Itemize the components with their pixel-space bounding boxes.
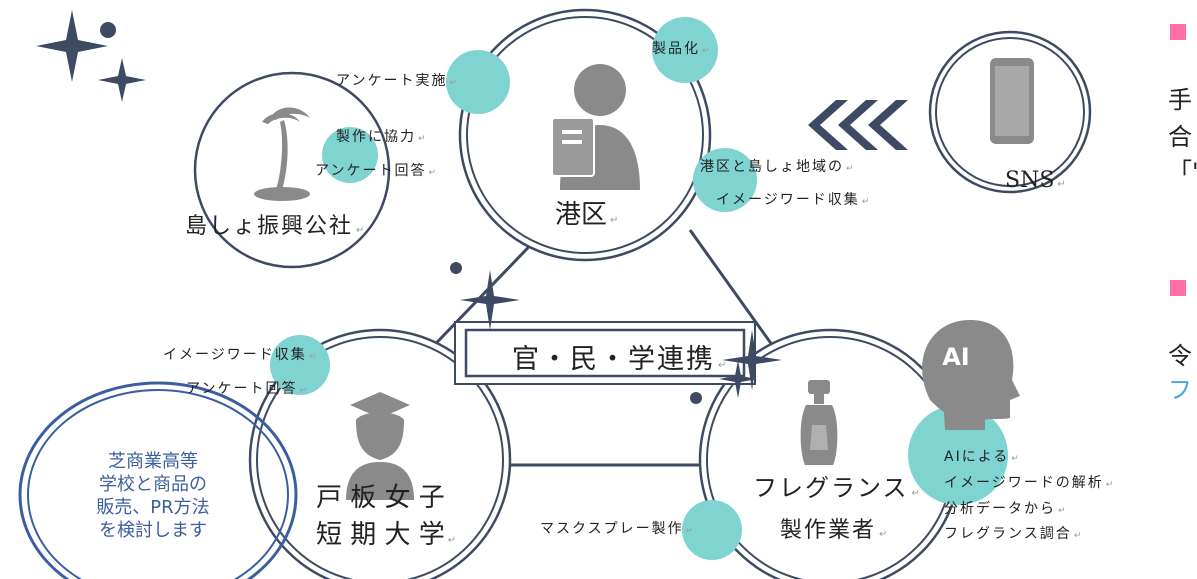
ai-head-icon [922, 320, 1020, 430]
dot-college-collect [270, 335, 330, 395]
chevrons-left-icon [808, 100, 908, 150]
note-oval-inner [27, 389, 289, 579]
label-productize: 製品化↵ [652, 41, 712, 57]
connector-minato-college [418, 228, 547, 362]
label-ai-line1: AIによる↵ [944, 449, 1021, 465]
right-text-line4: 令 [1168, 342, 1192, 370]
island-circle [193, 71, 391, 269]
node-sns: SNS↵ [1005, 168, 1066, 193]
label-mask-spray: マスクスプレー製作↵ [540, 521, 696, 537]
label-coop: 製作に協力↵ [336, 129, 428, 145]
right-text-line1: 手 [1168, 86, 1192, 114]
dot-productize [652, 17, 718, 83]
note-line-3: 販売、PR方法 [96, 497, 210, 518]
label-collect-line1: 港区と島しょ地域の↵ [700, 159, 856, 175]
note-text: 芝商業高等 学校と商品の 販売、PR方法 を検討します [68, 450, 238, 542]
node-college-line2: 短 期 大 学↵ [316, 520, 457, 550]
node-college-line1: 戸 板 女 子 [316, 483, 445, 513]
right-text-line3: 「' [1168, 158, 1197, 186]
pink-marker-1 [1170, 24, 1186, 40]
pink-marker-2 [1170, 280, 1186, 296]
center-box-inner [464, 328, 746, 378]
note-oval-outer [18, 381, 298, 579]
palm-tree-icon [254, 107, 310, 201]
label-ai-line2: イメージワードの解析↵ [944, 475, 1116, 491]
note-line-4: を検討します [99, 520, 207, 541]
label-college-answer: アンケート回答↵ [186, 381, 309, 397]
college-circle-inner [256, 336, 504, 579]
node-fragrance-line2: 製作業者↵ [780, 518, 890, 543]
label-survey-conduct: アンケート実施↵ [336, 73, 459, 89]
label-ai-line3: 分析データから↵ [944, 501, 1068, 517]
right-text-line5: フ [1168, 376, 1192, 404]
graduate-woman-icon [346, 392, 414, 500]
sparkle-icon [36, 10, 146, 102]
label-collect-line2: イメージワード収集↵ [716, 192, 872, 208]
node-island: 島しょ振興公社↵ [185, 214, 367, 239]
dot-mask-spray [682, 500, 742, 560]
label-college-collect: イメージワード収集↵ [163, 347, 319, 363]
node-fragrance-line1: フレグランス↵ [753, 474, 922, 502]
smartphone-icon [990, 58, 1034, 144]
sns-circle-inner [935, 37, 1085, 187]
ai-badge: AI [942, 343, 970, 371]
minato-circle-inner [466, 16, 704, 254]
dot-survey-conduct [446, 50, 510, 114]
sparkle-center-icon [450, 262, 782, 404]
label-survey-answer-island: アンケート回答↵ [315, 163, 438, 179]
right-text-line2: 合 [1168, 123, 1192, 151]
label-ai-line4: フレグランス調合↵ [944, 526, 1084, 542]
businessman-icon [551, 64, 640, 190]
perfume-bottle-icon [800, 380, 838, 465]
note-line-2: 学校と商品の [99, 474, 207, 495]
dot-coop [322, 127, 378, 183]
note-line-1: 芝商業高等 [108, 451, 198, 472]
center-title: 官・民・学連携↵ [512, 344, 729, 375]
node-minato: 港区↵ [555, 200, 619, 230]
dot-collect [693, 148, 757, 212]
